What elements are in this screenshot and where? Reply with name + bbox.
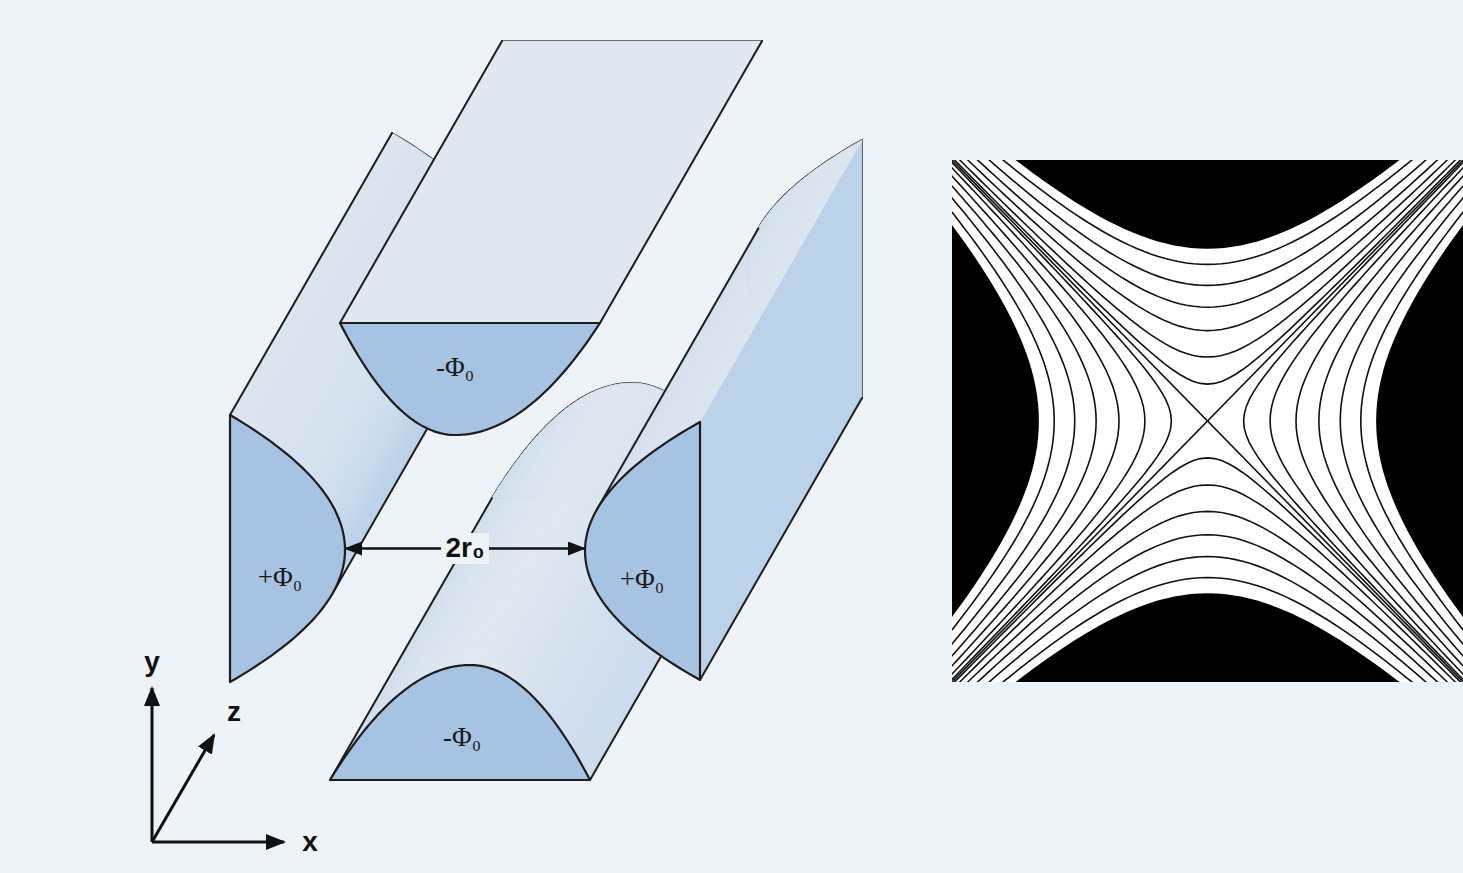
x-axis xyxy=(152,841,284,844)
electrode-front xyxy=(330,665,590,780)
electrode-section xyxy=(1376,160,1463,682)
dimension-label: 2r₀ xyxy=(441,533,488,564)
electrode-outline xyxy=(230,415,345,682)
z-axis xyxy=(152,735,214,842)
axes xyxy=(152,688,284,842)
electrode-side xyxy=(659,162,826,448)
electrode-front xyxy=(340,323,600,435)
electrode-face: +Φ₀ xyxy=(585,422,700,680)
electrode-front xyxy=(585,422,700,680)
electrode-edge xyxy=(700,398,862,680)
axis-label: x xyxy=(302,827,318,858)
electrode-bodies xyxy=(230,41,862,780)
electrode-outline xyxy=(585,422,700,680)
potential-label: +Φ₀ xyxy=(258,562,302,593)
electrode-face: -Φ₀ xyxy=(330,665,590,780)
electrode-side xyxy=(675,151,843,437)
electrode-side xyxy=(687,144,855,430)
electrode-side xyxy=(669,155,837,441)
electrode-section xyxy=(952,593,1463,682)
potential-label: -Φ₀ xyxy=(436,352,474,383)
electrode-edge xyxy=(340,41,502,323)
electrode-section xyxy=(952,160,1039,682)
electrode-front xyxy=(230,415,345,682)
potential-label: +Φ₀ xyxy=(620,564,664,595)
axis-label: y xyxy=(144,647,160,678)
electrode-side xyxy=(340,41,762,323)
electrode-body xyxy=(330,383,752,780)
axis-label: z xyxy=(227,697,241,728)
electrode-side xyxy=(694,140,862,426)
y-axis xyxy=(151,688,154,842)
electrode-side xyxy=(681,147,849,433)
electrode-section xyxy=(952,160,1463,249)
electrode-body xyxy=(340,41,762,323)
electrode-sections xyxy=(952,160,1463,682)
electrode-face: -Φ₀ xyxy=(340,323,600,435)
electrode-face: +Φ₀ xyxy=(230,415,345,682)
electrode-side xyxy=(664,158,832,444)
potential-label: -Φ₀ xyxy=(443,722,481,753)
